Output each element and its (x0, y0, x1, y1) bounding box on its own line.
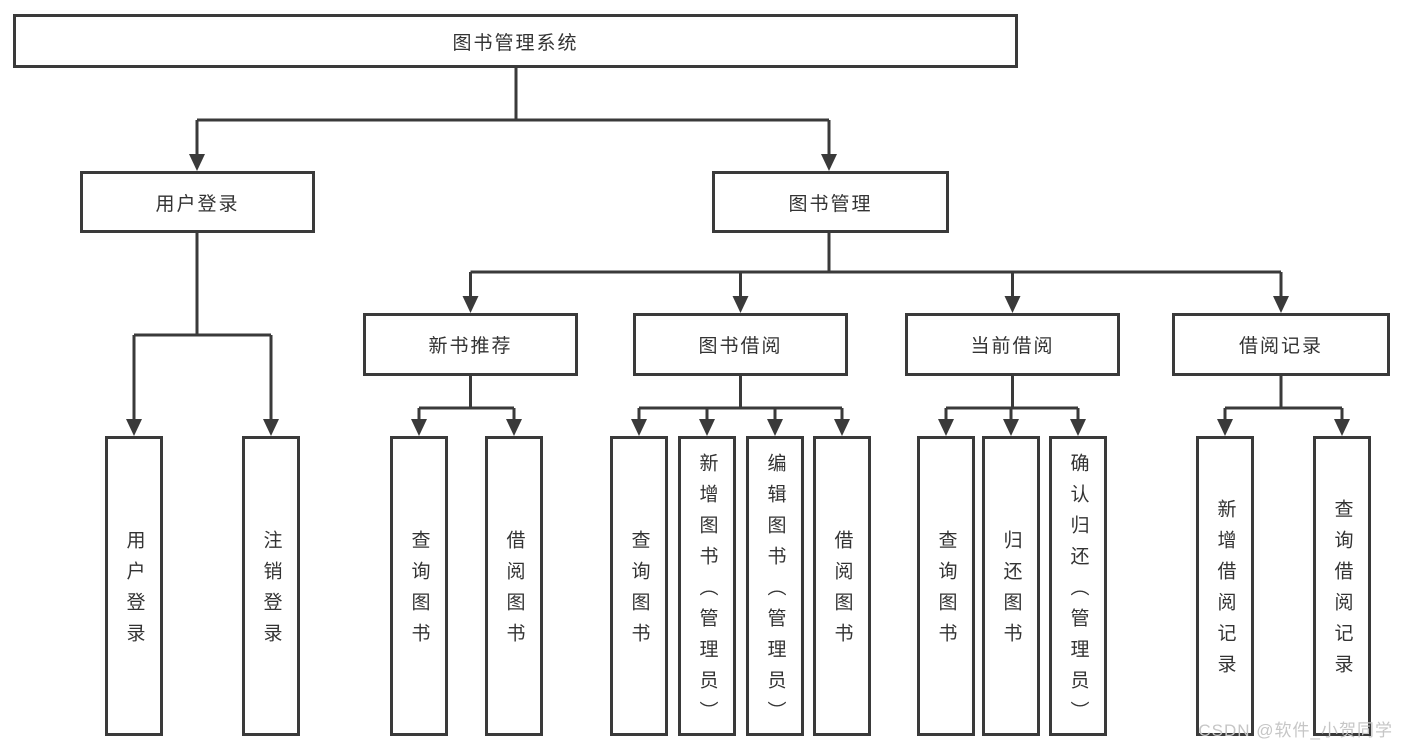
csdn-watermark: CSDN @软件_小贺同学 (1198, 721, 1393, 740)
arrow-down-icon (126, 419, 142, 436)
node-leaf-logout: 注销登录 (242, 436, 300, 736)
node-leaf-edit-books-admin: 编辑图书（管理员） (746, 436, 804, 736)
leaf-label: 新增图书（管理员） (696, 452, 718, 732)
arrow-down-icon (1003, 419, 1019, 436)
node-book-borrowing: 图书借阅 (633, 313, 848, 376)
leaf-label: 编辑图书（管理员） (764, 452, 786, 732)
node-user-login-module: 用户登录 (80, 171, 315, 233)
node-leaf-borrow-books-1: 借阅图书 (485, 436, 543, 736)
arrow-down-icon (1217, 419, 1233, 436)
arrow-down-icon (1004, 296, 1021, 313)
node-leaf-borrow-books-2: 借阅图书 (813, 436, 871, 736)
leaf-label: 注销登录 (260, 530, 282, 654)
node-leaf-add-borrow-record: 新增借阅记录 (1196, 436, 1254, 736)
arrow-down-icon (189, 154, 205, 171)
node-leaf-query-books-1: 查询图书 (390, 436, 448, 736)
node-leaf-confirm-return-admin: 确认归还（管理员） (1049, 436, 1107, 736)
leaf-label: 确认归还（管理员） (1067, 452, 1089, 732)
arrow-down-icon (732, 296, 749, 313)
leaf-label: 新增借阅记录 (1214, 499, 1236, 685)
node-leaf-return-books: 归还图书 (982, 436, 1040, 736)
node-leaf-query-books-3: 查询图书 (917, 436, 975, 736)
node-leaf-user-login: 用户登录 (105, 436, 163, 736)
arrow-down-icon (411, 419, 427, 436)
leaf-label: 归还图书 (1000, 530, 1022, 654)
arrow-down-icon (767, 419, 783, 436)
arrow-down-icon (263, 419, 279, 436)
node-leaf-query-books-2: 查询图书 (610, 436, 668, 736)
leaf-label: 查询图书 (408, 530, 430, 654)
leaf-label: 查询借阅记录 (1331, 499, 1353, 685)
leaf-label: 借阅图书 (503, 530, 525, 654)
arrow-down-icon (506, 419, 522, 436)
arrow-down-icon (1070, 419, 1086, 436)
arrow-down-icon (462, 296, 479, 313)
node-leaf-add-books-admin: 新增图书（管理员） (678, 436, 736, 736)
arrow-down-icon (631, 419, 647, 436)
leaf-label: 借阅图书 (831, 530, 853, 654)
leaf-label: 查询图书 (935, 530, 957, 654)
node-root-system: 图书管理系统 (13, 14, 1018, 68)
arrow-down-icon (1273, 296, 1289, 313)
arrow-down-icon (821, 154, 837, 171)
node-leaf-query-borrow-record: 查询借阅记录 (1313, 436, 1371, 736)
arrow-down-icon (699, 419, 715, 436)
node-current-borrowing: 当前借阅 (905, 313, 1120, 376)
leaf-label: 查询图书 (628, 530, 650, 654)
arrow-down-icon (1334, 419, 1350, 436)
leaf-label: 用户登录 (123, 530, 145, 654)
node-new-book-recommendation: 新书推荐 (363, 313, 578, 376)
arrow-down-icon (834, 419, 850, 436)
arrow-down-icon (938, 419, 954, 436)
node-borrowing-records: 借阅记录 (1172, 313, 1390, 376)
node-book-management-module: 图书管理 (712, 171, 949, 233)
